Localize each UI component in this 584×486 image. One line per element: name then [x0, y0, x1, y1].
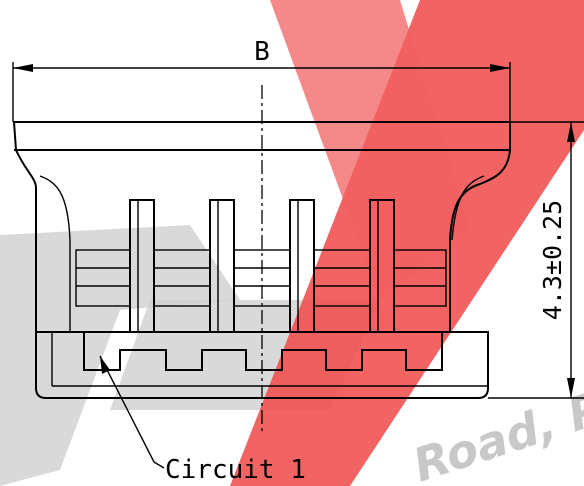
circuit-1-label: Circuit 1 [165, 455, 306, 485]
height-label: 4.3±0.25 [538, 200, 567, 320]
connector-housing [12, 121, 511, 399]
width-dimension: B [12, 37, 511, 122]
height-dimension: 4.3±0.25 [488, 121, 584, 399]
separator-walls [129, 199, 395, 333]
watermark-grey-shape [0, 225, 240, 486]
keying-slots [83, 332, 443, 371]
watermark-text: Road, P [407, 380, 584, 486]
circuit-1-callout: Circuit 1 [99, 355, 306, 485]
width-label: B [254, 37, 270, 67]
